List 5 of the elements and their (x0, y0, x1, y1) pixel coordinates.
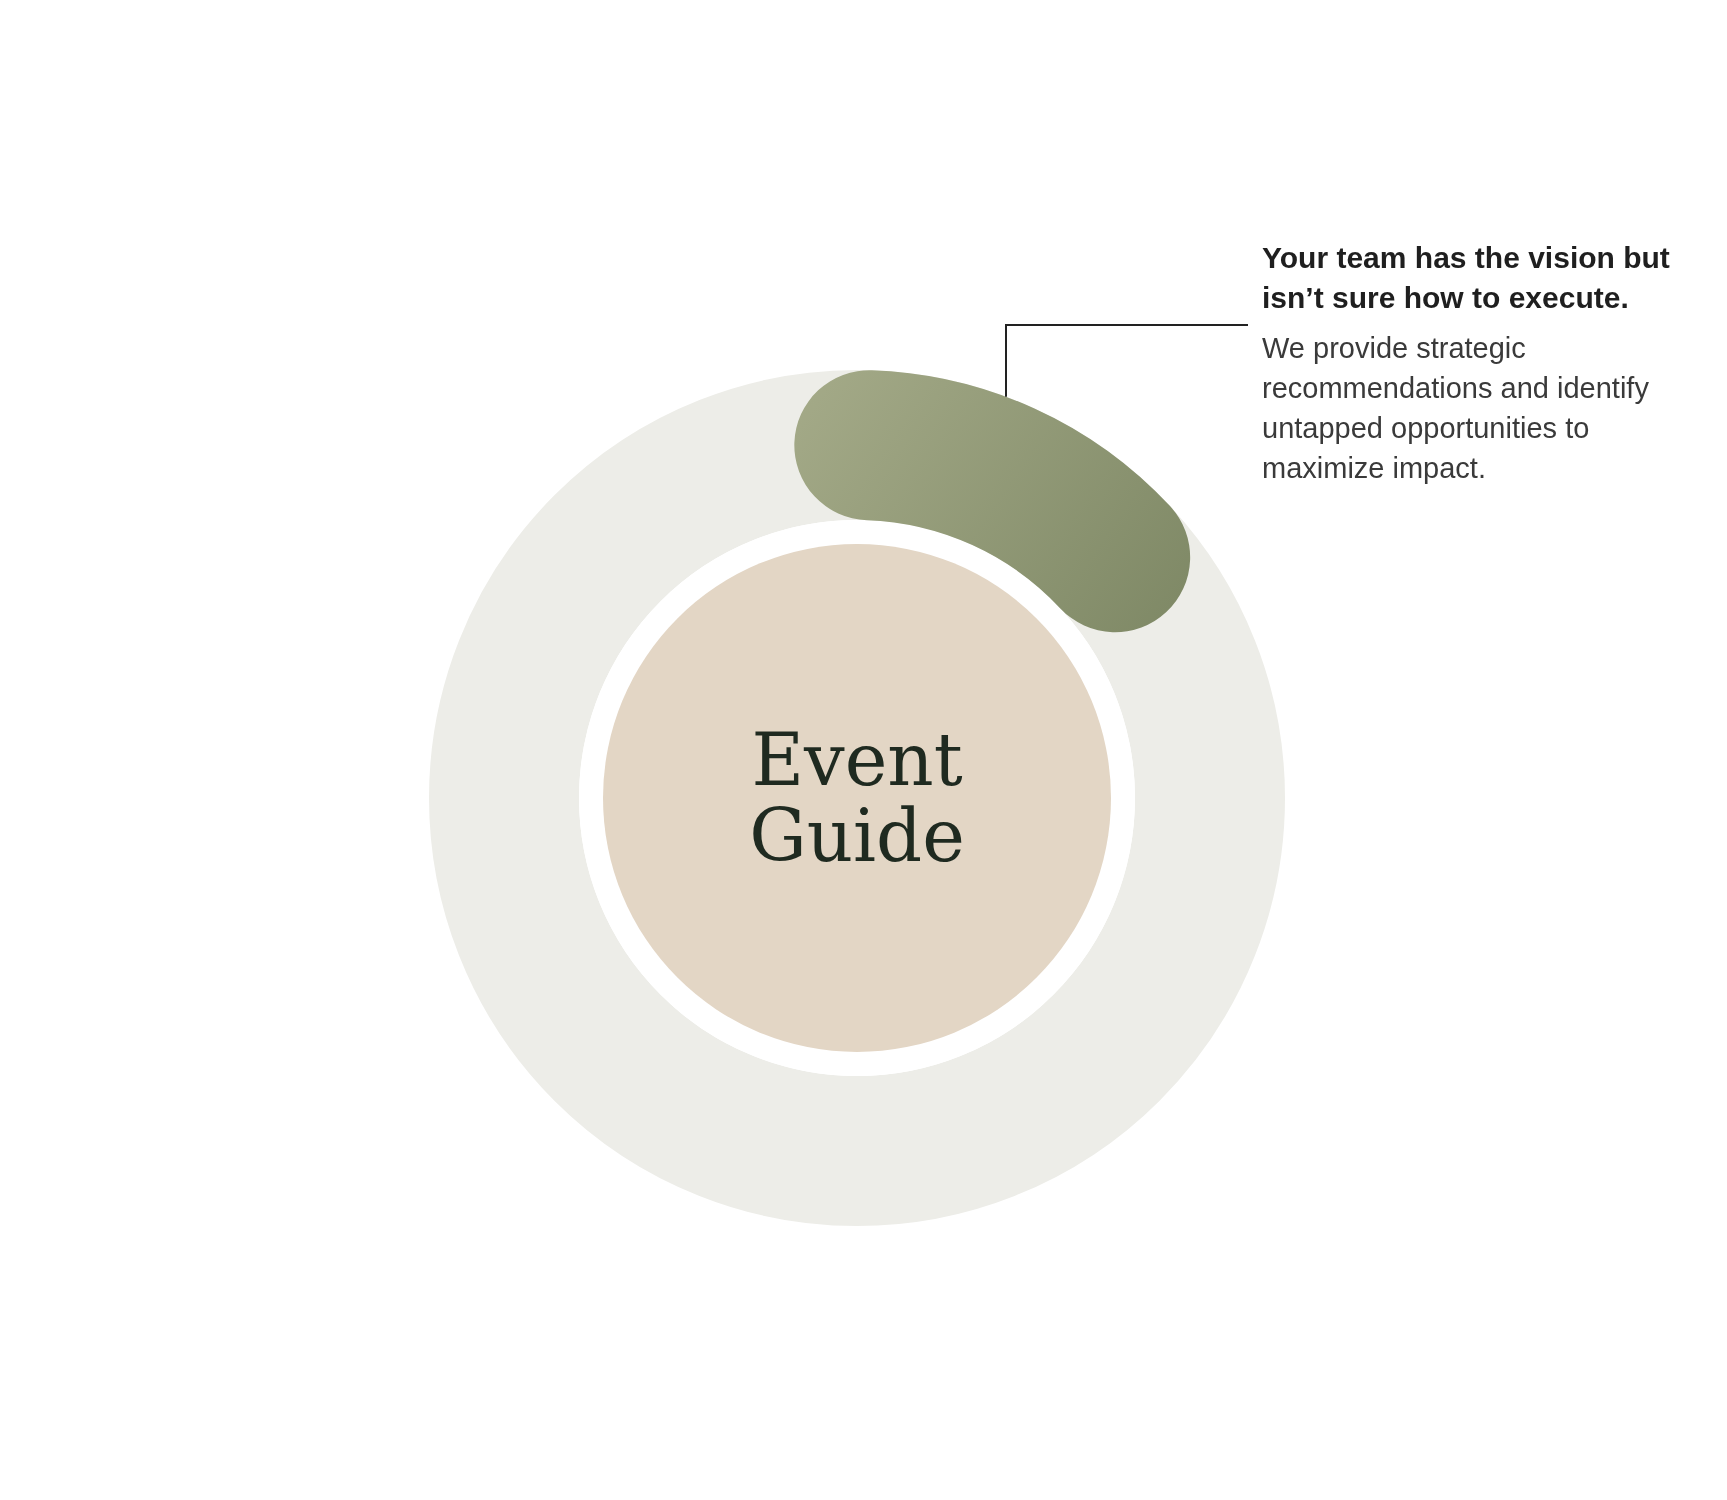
callout-text: We provide strategic recommendations and identify untapped opportunities to maximize impact. (1262, 331, 1650, 486)
center-title: Event Guide (748, 722, 966, 874)
leader-line (1005, 324, 1249, 398)
arc-segment (794, 370, 1191, 633)
callout-heading: Your team has the vision but isn’t sure how to execute. (1262, 240, 1671, 316)
